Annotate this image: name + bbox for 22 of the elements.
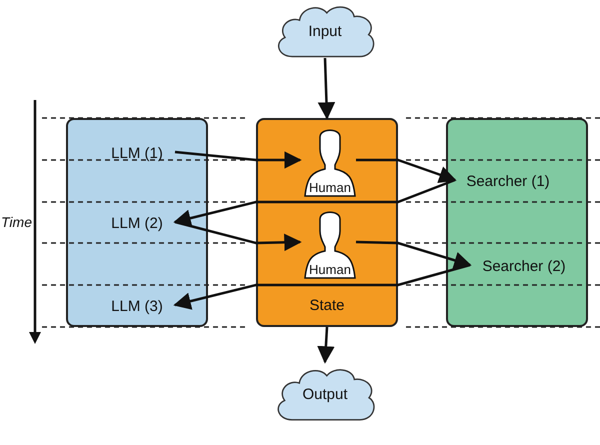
axis-label: Time <box>1 213 32 232</box>
arrow <box>174 220 302 252</box>
agent-label: Searcher (1) <box>466 172 550 192</box>
person-label: Human <box>308 263 352 276</box>
panel-label: State <box>308 296 346 316</box>
arrow <box>356 240 472 269</box>
arrow <box>173 178 456 227</box>
agent-label: LLM (3) <box>111 296 163 317</box>
state-panel <box>256 118 398 327</box>
person-label: Human <box>308 181 352 194</box>
arrow <box>318 58 336 120</box>
agent-label: LLM (1) <box>111 144 163 164</box>
cloud-label: Input <box>308 22 342 42</box>
arrow <box>174 150 302 169</box>
column-panel <box>446 118 588 327</box>
agent-label: Searcher (2) <box>482 256 566 277</box>
agent-label: LLM (2) <box>111 214 163 234</box>
cloud-label: Output <box>302 384 348 405</box>
column-panel <box>66 118 208 327</box>
arrow <box>356 158 457 184</box>
arrow <box>173 264 470 310</box>
arrow <box>317 326 335 364</box>
